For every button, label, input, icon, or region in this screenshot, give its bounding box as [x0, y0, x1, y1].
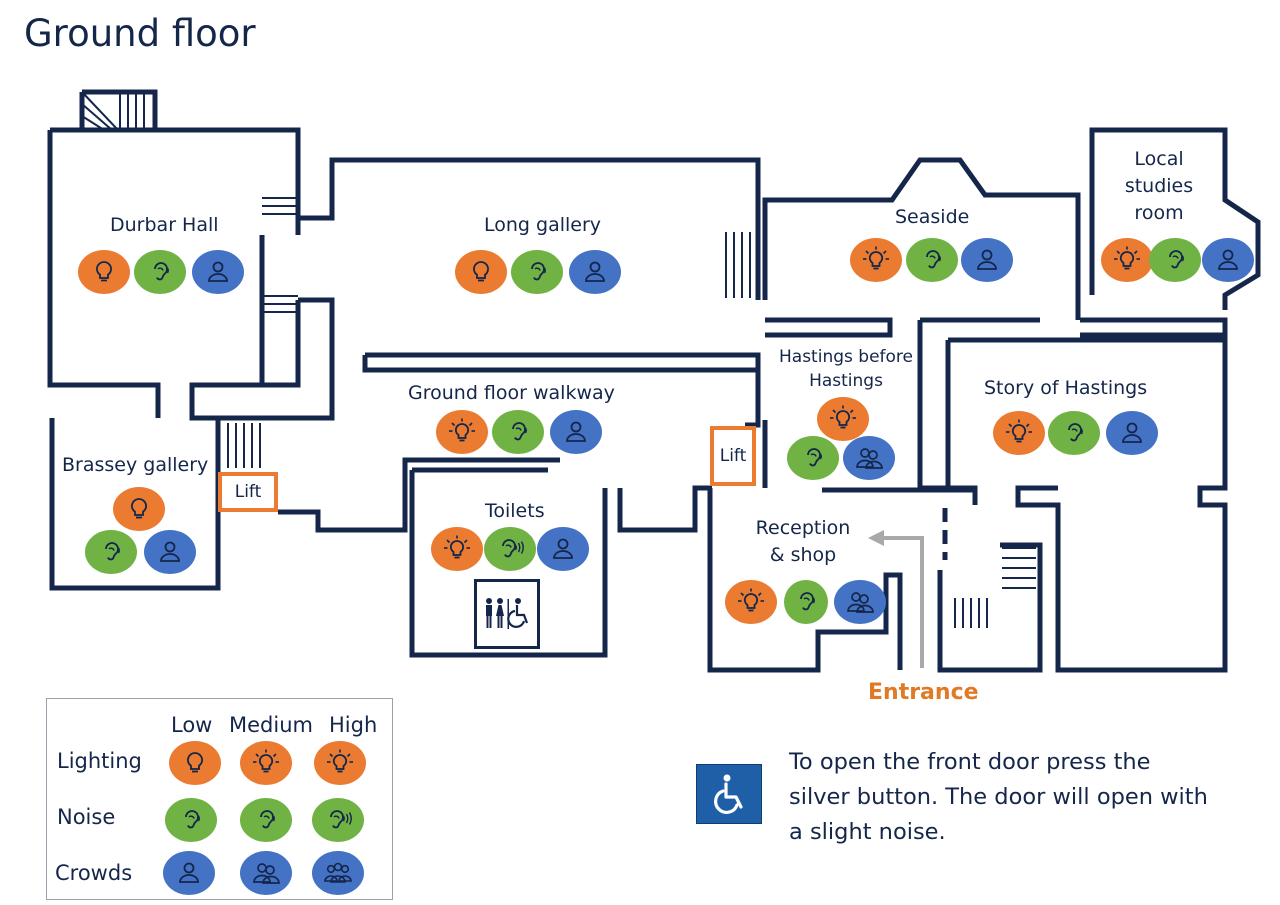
ear-icon — [1149, 238, 1201, 282]
bulb-rays-icon — [314, 741, 366, 785]
bulb-rays-icon — [993, 411, 1045, 455]
wall-local-studies — [1089, 127, 1261, 310]
ear-icon — [165, 798, 217, 842]
person-icon — [569, 250, 621, 294]
bulb-icon — [169, 741, 221, 785]
entrance-label: Entrance — [868, 680, 979, 705]
ear-icon — [906, 238, 958, 282]
room-label-story-of-hastings: Story of Hastings — [984, 377, 1148, 399]
legend-row-noise: Noise — [57, 805, 116, 829]
bulb-rays-icon — [817, 397, 869, 441]
person-icon — [961, 238, 1013, 282]
wall-story — [948, 337, 1228, 673]
person-icon — [1202, 238, 1254, 282]
bulb-rays-icon — [1101, 238, 1153, 282]
room-label-seaside: Seaside — [895, 206, 970, 228]
room-label-brassey-gallery: Brassey gallery — [62, 454, 209, 476]
wheelchair-icon — [696, 764, 762, 824]
room-label-reception: Reception & shop — [755, 517, 851, 566]
legend-row-lighting: Lighting — [57, 749, 142, 773]
legend-col-low: Low — [171, 713, 213, 737]
ear-icon — [85, 530, 137, 574]
bulb-icon — [455, 250, 507, 294]
legend: Low Medium High Lighting Noise Crowds — [46, 698, 393, 900]
ear-icon — [492, 410, 544, 454]
wall-toilets — [409, 470, 608, 658]
lift-brassey: Lift — [218, 472, 278, 512]
bulb-rays-icon — [436, 410, 488, 454]
bulb-rays-icon — [850, 238, 902, 282]
bulb-rays-icon — [725, 580, 777, 624]
people-icon — [834, 580, 886, 624]
front-door-note: To open the front door press the silver … — [789, 749, 1208, 845]
people-icon — [240, 851, 292, 895]
room-label-long-gallery: Long gallery — [484, 214, 602, 236]
ear-icon — [787, 436, 839, 480]
ear-icon — [240, 798, 292, 842]
bulb-icon — [78, 250, 130, 294]
room-label-toilets: Toilets — [485, 500, 545, 522]
ear-loud-icon — [312, 798, 364, 842]
room-label-hastings-before: Hastings before Hastings — [779, 347, 913, 391]
person-icon — [144, 530, 196, 574]
legend-col-high: High — [329, 713, 378, 737]
ear-icon — [784, 580, 828, 624]
ear-icon — [511, 250, 563, 294]
person-icon — [537, 527, 589, 571]
people-icon — [843, 436, 895, 480]
person-icon — [550, 410, 602, 454]
crowd-icon — [312, 851, 364, 895]
ear-icon — [134, 250, 186, 294]
ear-loud-icon — [484, 527, 536, 571]
bulb-rays-icon — [431, 527, 483, 571]
entrance-arrow — [880, 536, 924, 668]
wall-seaside — [762, 157, 1081, 320]
room-label-durbar-hall: Durbar Hall — [110, 214, 219, 236]
wall-reception — [707, 488, 903, 673]
toilet-sign-icon — [474, 579, 540, 649]
wall-durbar-east — [189, 297, 335, 421]
page-title: Ground floor — [24, 12, 256, 55]
room-label-walkway: Ground floor walkway — [408, 382, 615, 404]
bulb-rays-icon — [240, 741, 292, 785]
bulb-icon — [113, 487, 165, 531]
legend-col-medium: Medium — [229, 713, 313, 737]
person-icon — [192, 250, 244, 294]
wall-durbar-hall — [50, 127, 761, 300]
lift-reception: Lift — [710, 426, 756, 486]
ear-icon — [1048, 411, 1100, 455]
room-label-local-studies: Local studies room — [1124, 148, 1194, 224]
person-icon — [1106, 411, 1158, 455]
wall-durbar-west — [47, 130, 161, 418]
legend-row-crowds: Crowds — [55, 861, 133, 885]
person-icon — [163, 851, 215, 895]
